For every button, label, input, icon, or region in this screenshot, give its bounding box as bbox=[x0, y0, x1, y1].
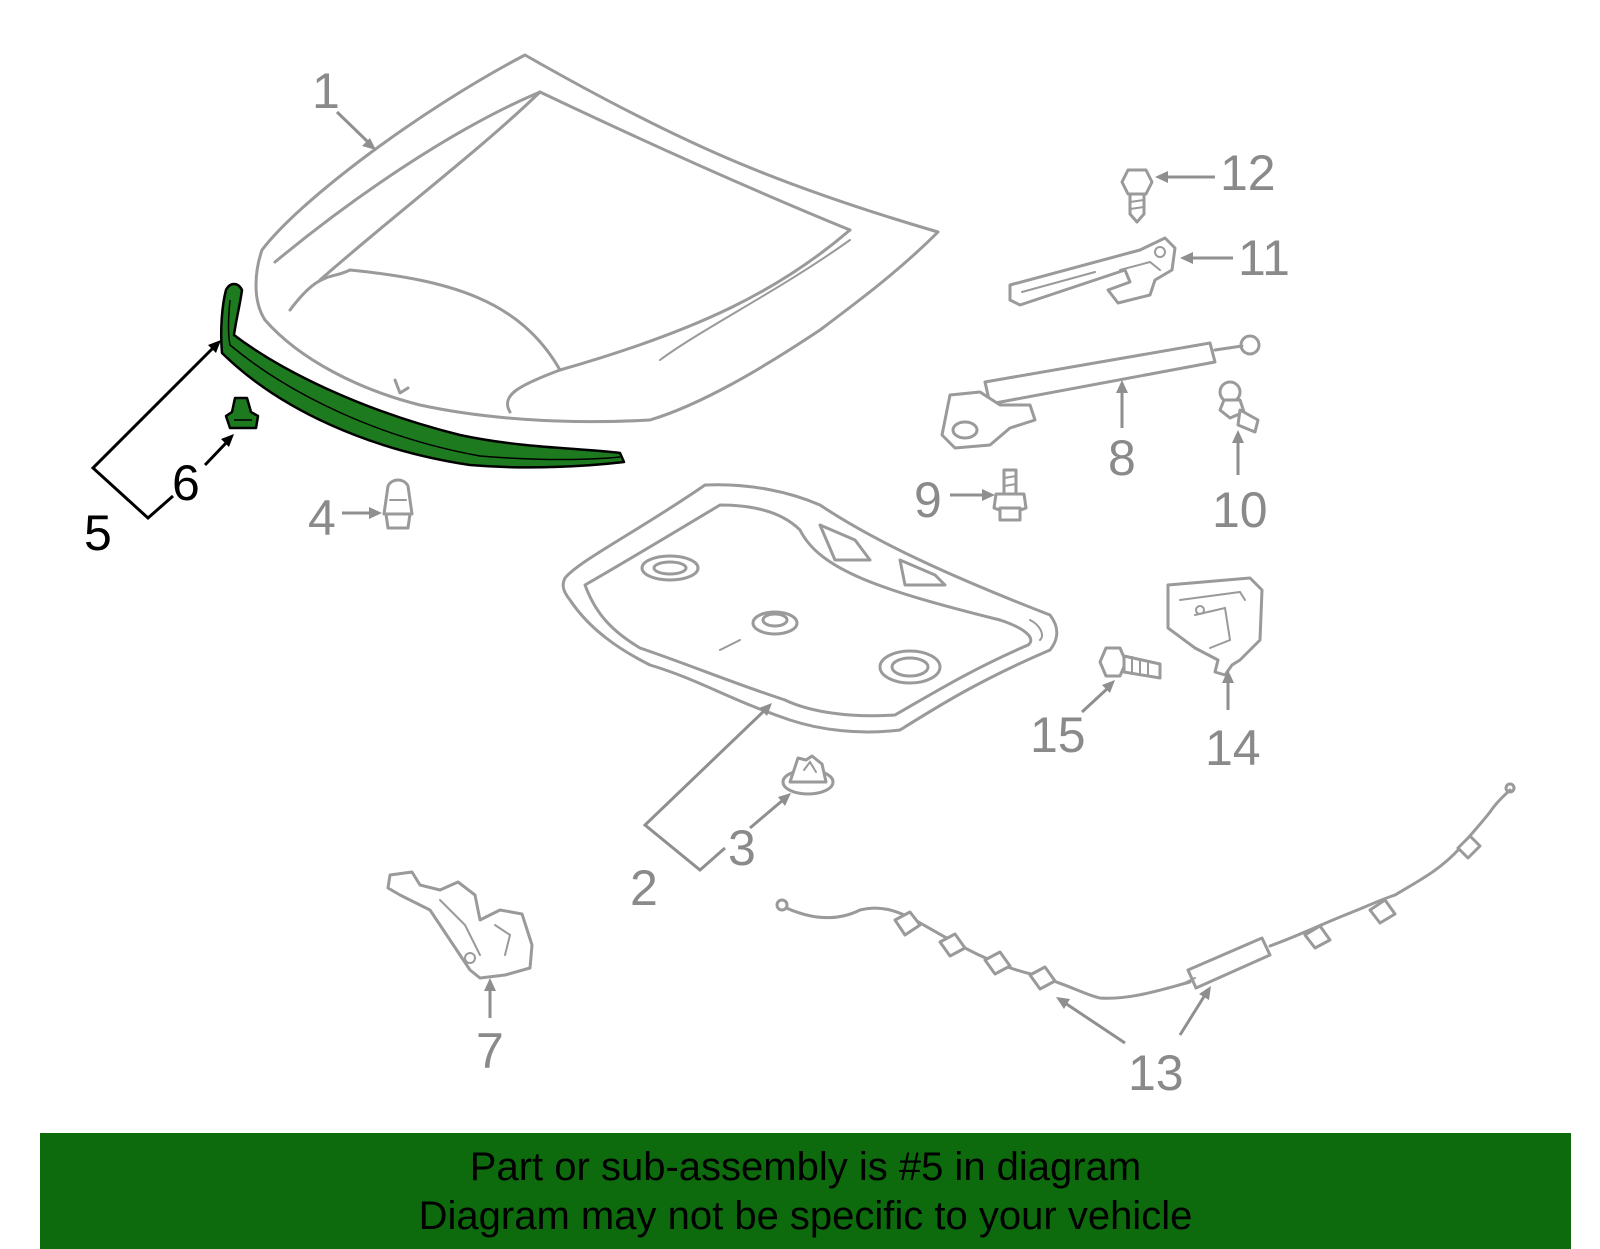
callout-3[interactable]: 3 bbox=[728, 820, 756, 876]
callout-4[interactable]: 4 bbox=[308, 490, 336, 546]
banner-line-1: Part or sub-assembly is #5 in diagram bbox=[469, 1145, 1142, 1189]
latch-bolt-part[interactable] bbox=[1098, 646, 1162, 680]
callout-13[interactable]: 13 bbox=[1128, 1045, 1184, 1101]
bolt-small-part[interactable] bbox=[992, 468, 1028, 522]
release-cable-part[interactable] bbox=[775, 782, 1516, 1000]
callout-6[interactable]: 6 bbox=[172, 455, 200, 511]
callout-2[interactable]: 2 bbox=[630, 860, 658, 916]
weatherstrip-highlight[interactable] bbox=[219, 282, 626, 469]
callout-7[interactable]: 7 bbox=[476, 1023, 504, 1079]
latch-bracket-part[interactable] bbox=[386, 870, 534, 980]
info-banner: Part or sub-assembly is #5 in diagram Di… bbox=[40, 1133, 1571, 1249]
callout-5[interactable]: 5 bbox=[84, 505, 112, 561]
callout-11[interactable]: 11 bbox=[1238, 230, 1290, 286]
callout-10[interactable]: 10 bbox=[1212, 482, 1268, 538]
ball-stud-part[interactable] bbox=[1218, 380, 1260, 434]
callout-9[interactable]: 9 bbox=[914, 472, 942, 528]
retainer-clip-part[interactable] bbox=[781, 754, 835, 796]
hood-latch-part[interactable] bbox=[1166, 576, 1264, 677]
hood-part[interactable] bbox=[254, 53, 940, 424]
callout-15[interactable]: 15 bbox=[1030, 707, 1086, 763]
callout-12[interactable]: 12 bbox=[1220, 145, 1276, 201]
callout-1[interactable]: 1 bbox=[312, 63, 340, 119]
bumper-stop-part[interactable] bbox=[382, 478, 414, 530]
lift-support-part[interactable] bbox=[940, 334, 1261, 450]
hood-insulator-part[interactable] bbox=[561, 483, 1059, 734]
hood-hinge-part[interactable] bbox=[1008, 236, 1177, 307]
banner-line-2: Diagram may not be specific to your vehi… bbox=[418, 1194, 1193, 1238]
bolt-part[interactable] bbox=[1120, 168, 1154, 224]
clip-highlight[interactable] bbox=[224, 396, 260, 430]
callout-14[interactable]: 14 bbox=[1205, 720, 1261, 776]
callout-8[interactable]: 8 bbox=[1108, 430, 1136, 486]
